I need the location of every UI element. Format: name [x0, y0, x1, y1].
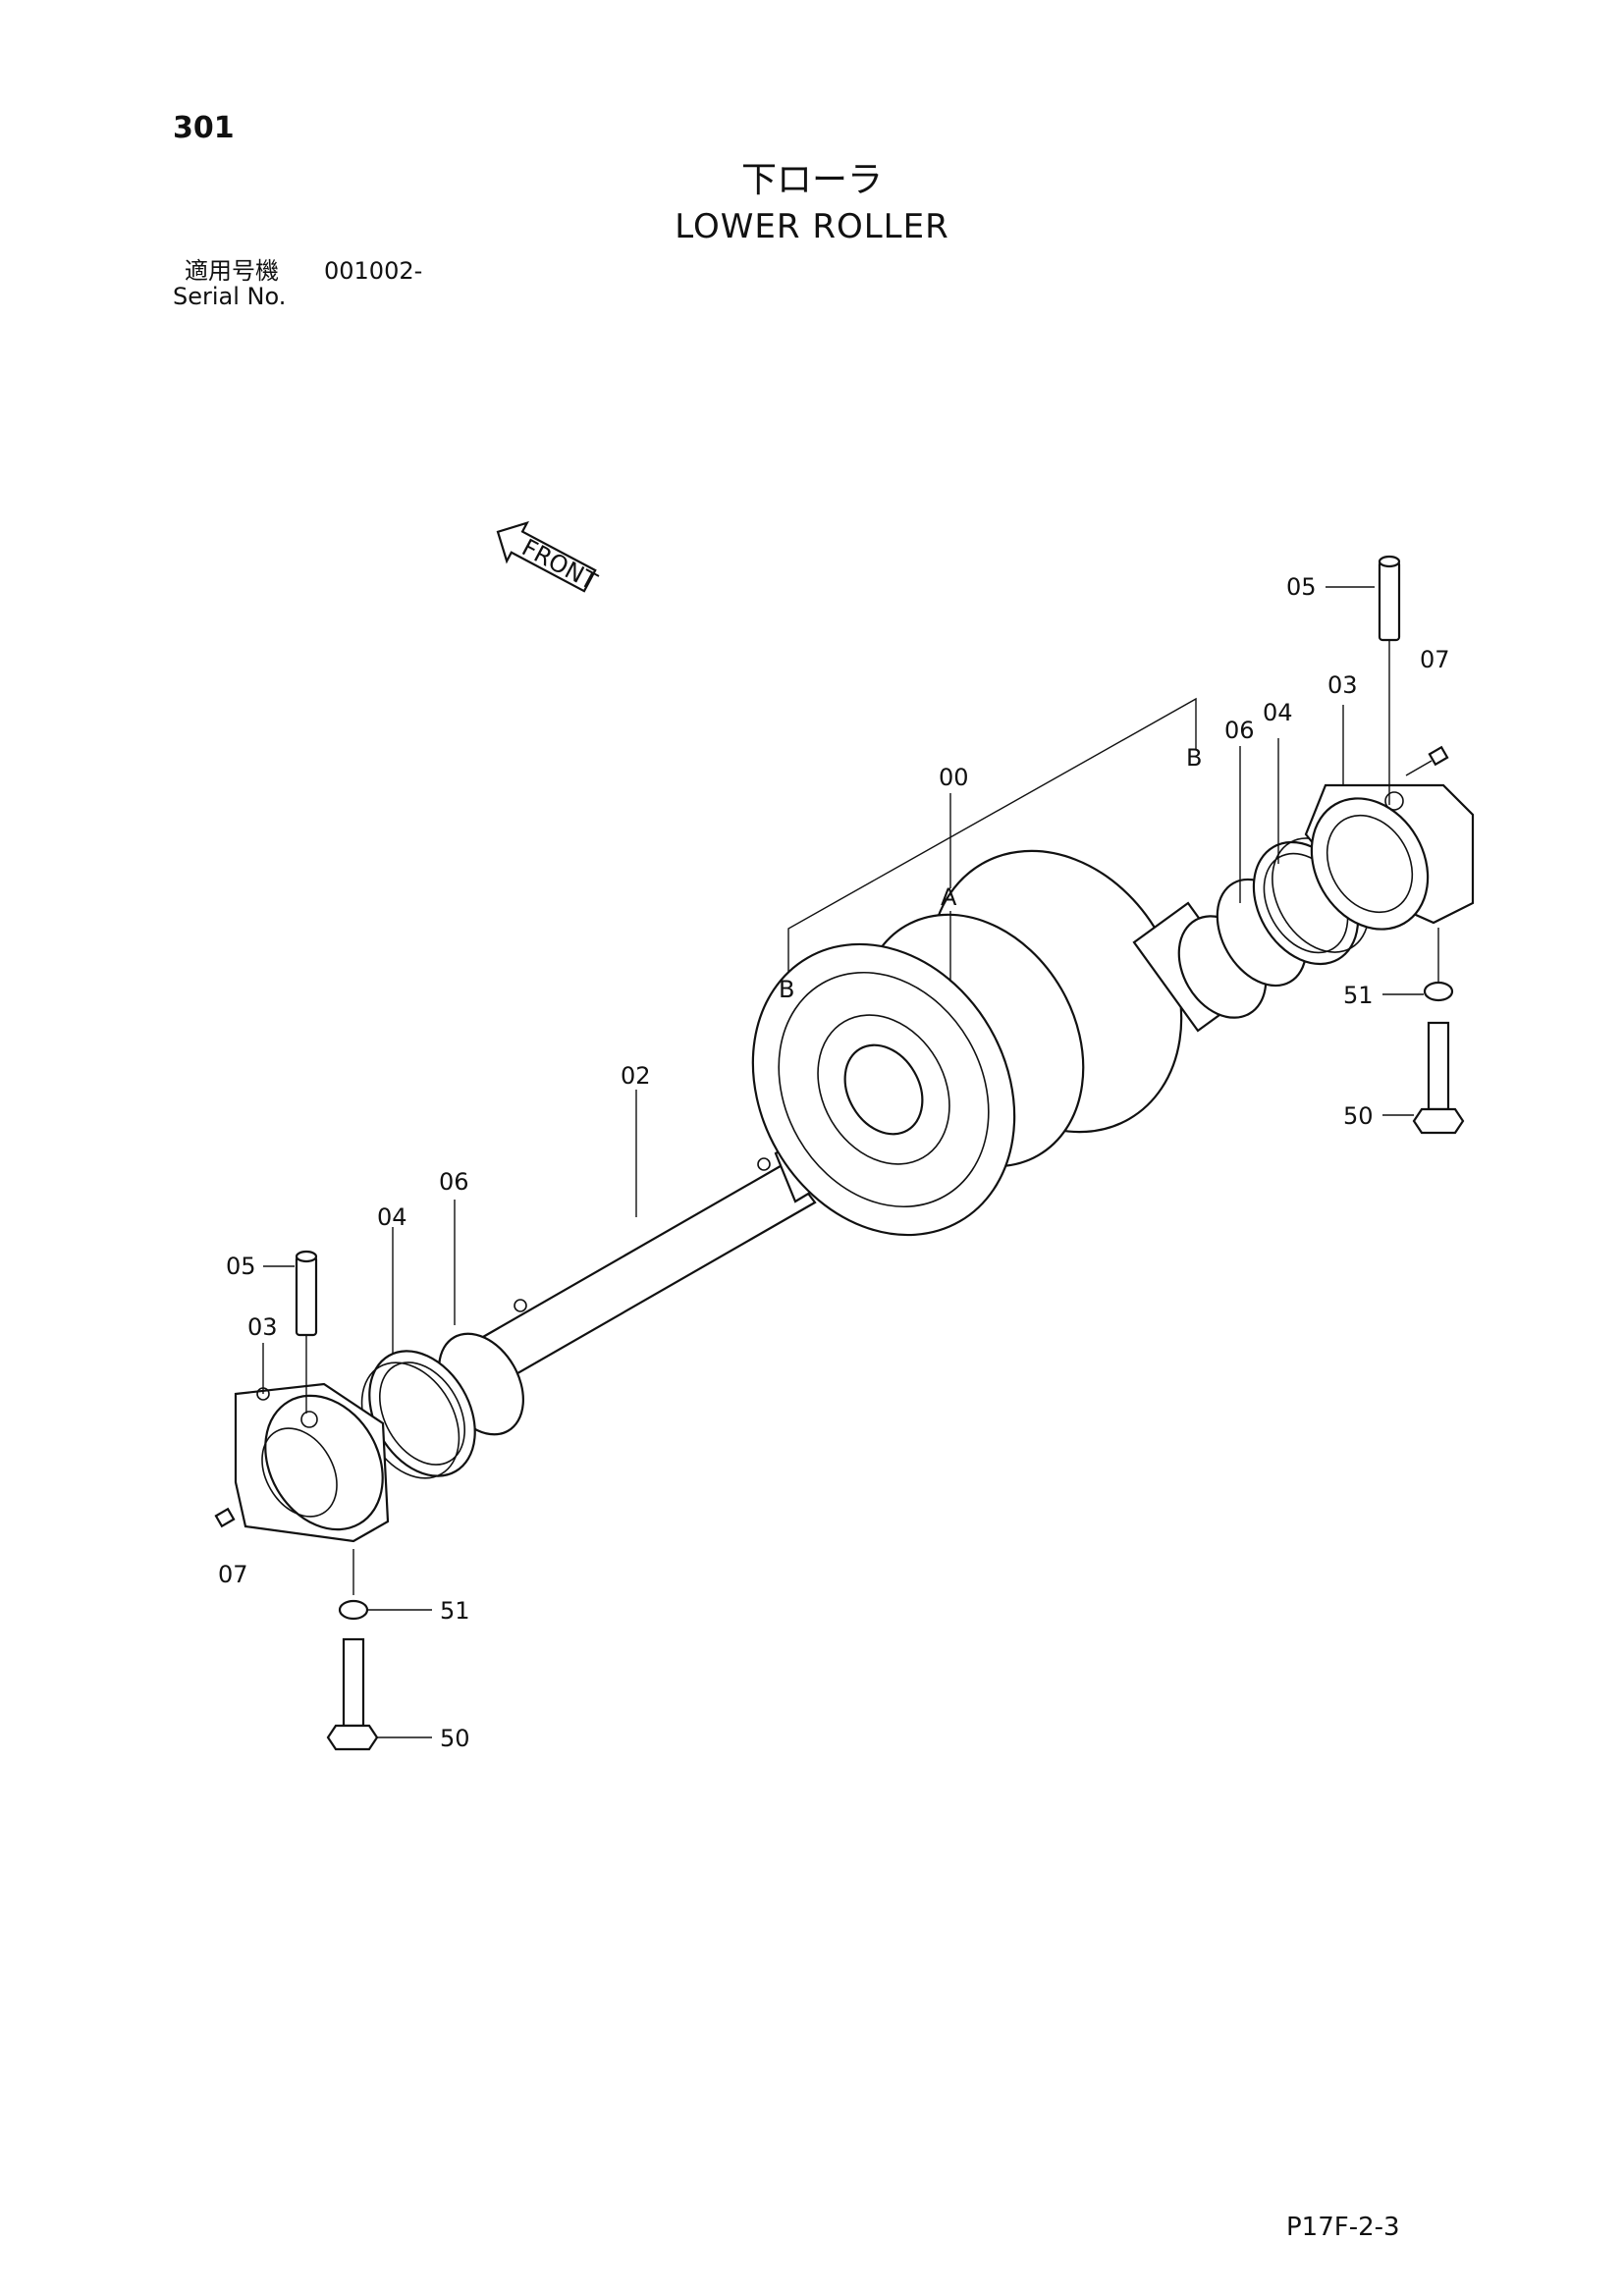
front-arrow-icon: FRONT — [496, 520, 602, 596]
serial-label-en: Serial No. — [173, 283, 287, 310]
callout-03-right: 03 — [1327, 671, 1358, 699]
page-number: 301 — [173, 111, 235, 145]
right-bolt-part — [1412, 1021, 1465, 1135]
group-bracket — [787, 697, 1197, 982]
callout-a: A — [941, 883, 957, 911]
front-label: FRONT — [517, 534, 602, 596]
callout-b-left: B — [779, 976, 794, 1003]
callout-06-left: 06 — [439, 1168, 469, 1196]
page-title-jp: 下ローラ — [740, 160, 883, 200]
serial-label-jp: 適用号機 — [185, 257, 279, 285]
callout-b-right: B — [1186, 744, 1202, 772]
right-pin-part — [1378, 555, 1401, 805]
callout-07-left: 07 — [218, 1561, 248, 1588]
callout-04-left: 04 — [377, 1203, 407, 1231]
callout-02: 02 — [621, 1062, 651, 1090]
callout-05-left: 05 — [226, 1253, 256, 1280]
right-plug-part — [1405, 745, 1449, 776]
callout-06-right: 06 — [1224, 717, 1255, 744]
callout-51-right: 51 — [1343, 982, 1374, 1009]
left-bolt-part — [326, 1637, 379, 1751]
roller-body-part — [751, 849, 1183, 1237]
left-plug-part — [214, 1507, 236, 1528]
serial-value: 001002- — [324, 257, 423, 285]
document-code: P17F-2-3 — [1286, 2213, 1400, 2242]
right-washer-part — [1423, 928, 1454, 1002]
callout-labels: 00 A B B 02 05 03 07 04 06 51 50 05 03 0… — [218, 573, 1450, 1752]
callout-51-left: 51 — [440, 1597, 470, 1625]
callout-03-left: 03 — [247, 1313, 278, 1341]
left-washer-part — [338, 1549, 369, 1621]
leader-lines — [262, 586, 1424, 1738]
left-bracket-part — [234, 1382, 390, 1543]
page-title-en: LOWER ROLLER — [675, 207, 949, 246]
callout-50-left: 50 — [440, 1725, 470, 1752]
left-pin-part — [295, 1250, 318, 1414]
callout-05-right: 05 — [1286, 573, 1317, 601]
callout-07-right: 07 — [1420, 646, 1450, 673]
callout-50-right: 50 — [1343, 1102, 1374, 1130]
right-bracket-part — [1304, 783, 1475, 931]
callout-04-right: 04 — [1263, 699, 1293, 726]
callout-00: 00 — [939, 764, 969, 791]
